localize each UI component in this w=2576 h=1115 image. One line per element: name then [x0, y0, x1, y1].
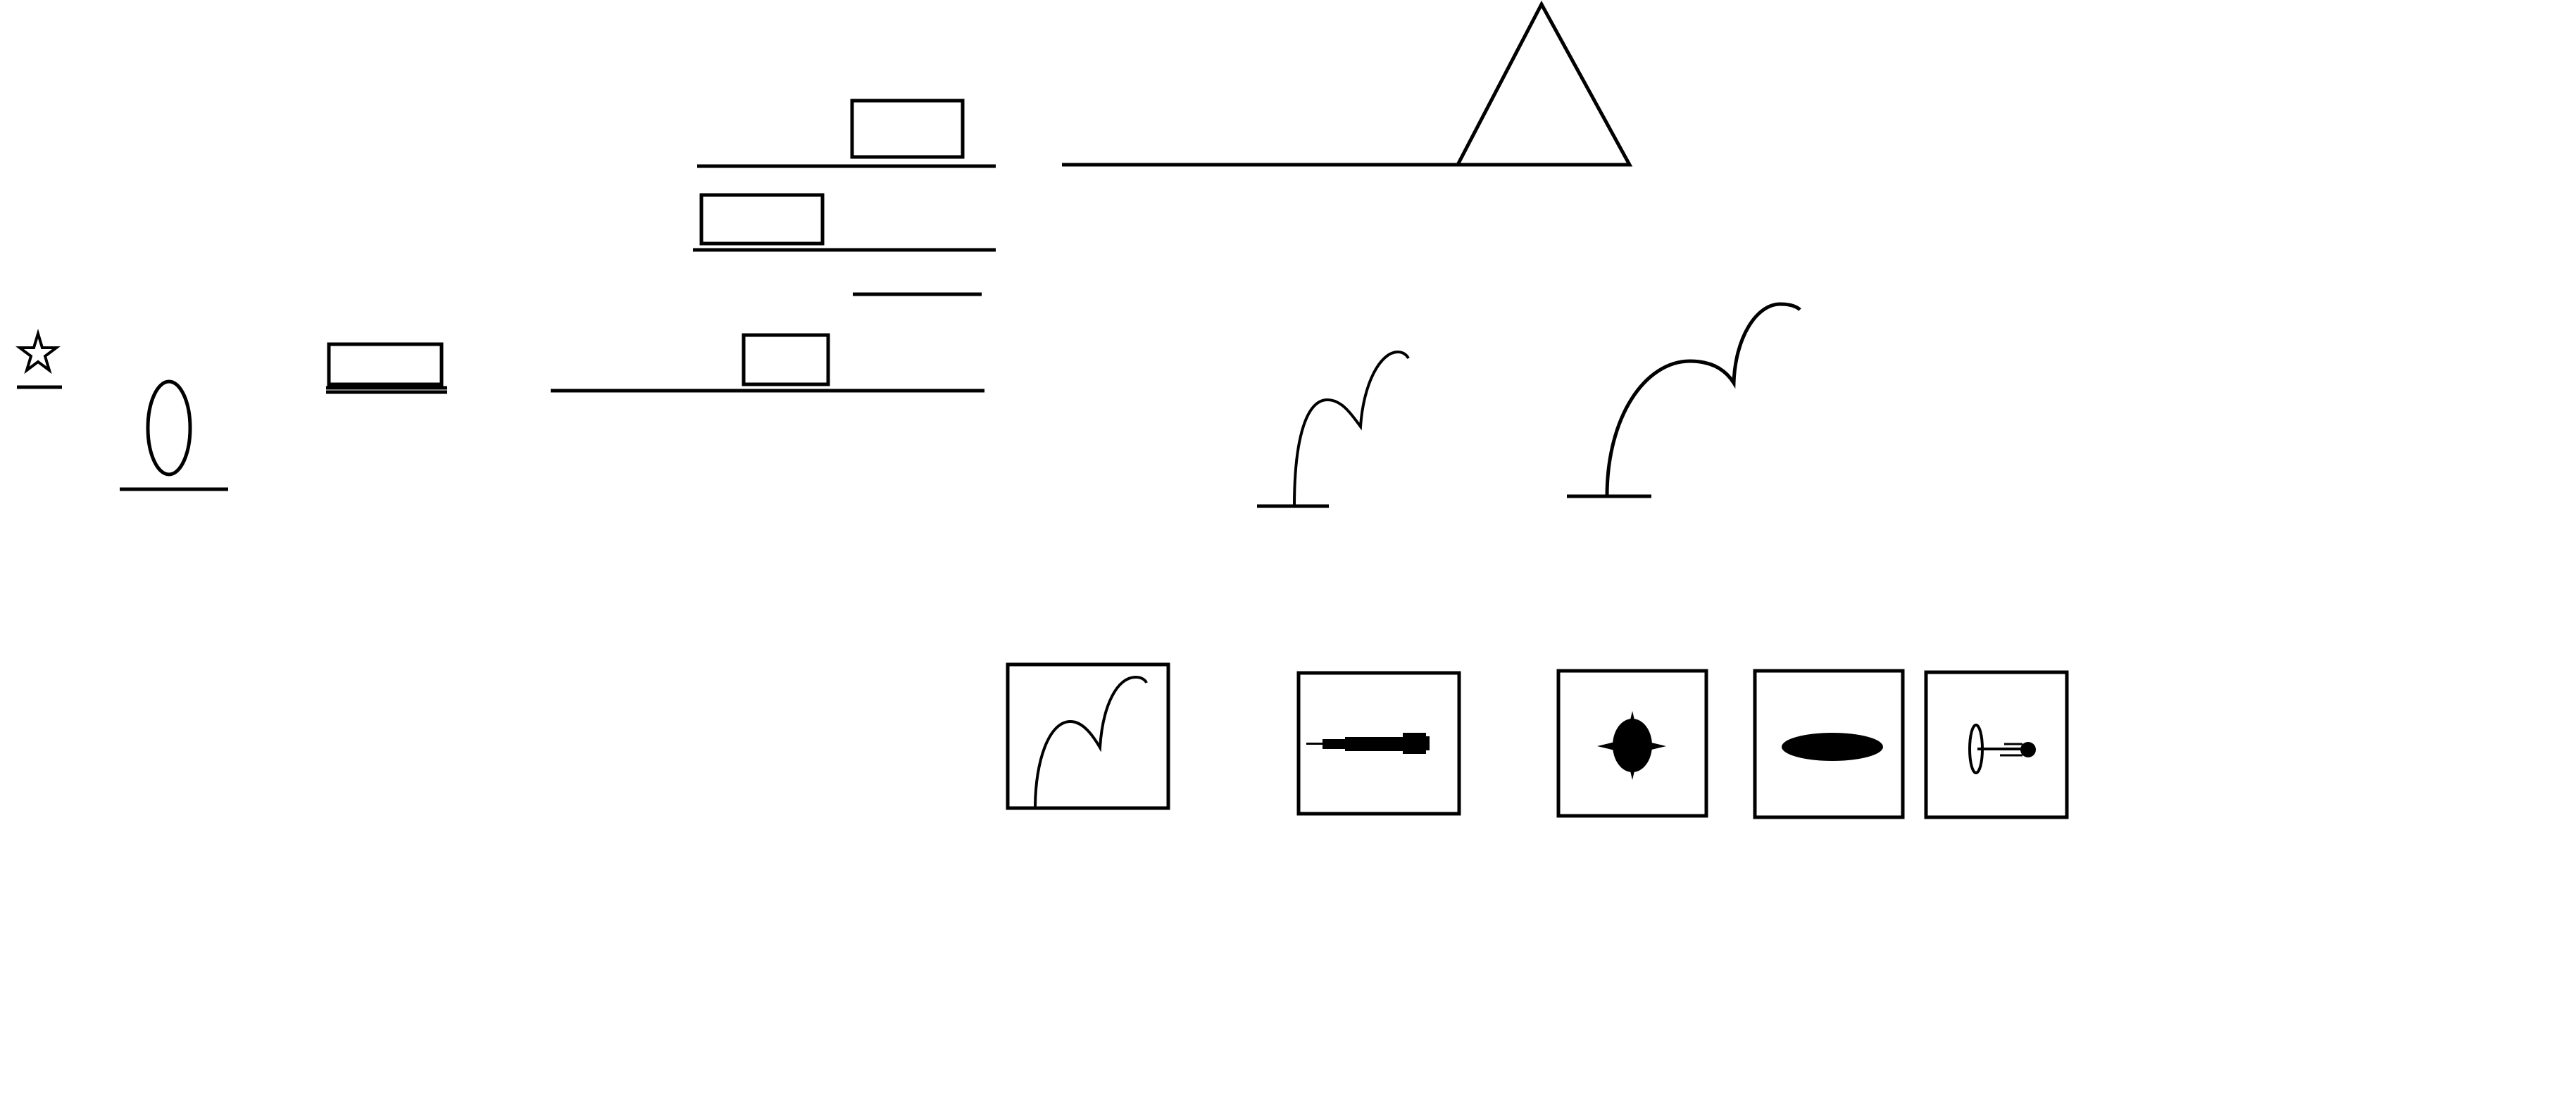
shelf-top	[697, 99, 996, 168]
block[interactable]	[327, 342, 444, 386]
tool-disc[interactable]	[1753, 669, 1905, 819]
block[interactable]	[742, 333, 830, 386]
shelf-middle	[693, 193, 996, 252]
bounce-arc[interactable]	[1293, 350, 1410, 507]
tool-frame[interactable]	[1006, 662, 1170, 810]
goal-star	[15, 329, 62, 389]
ring-launcher-icon	[1968, 724, 2036, 774]
tool-launcher[interactable]	[1924, 670, 2069, 819]
egg-ball-icon[interactable]	[146, 379, 192, 477]
spiked-ball-icon	[1597, 711, 1666, 780]
bounce-arc[interactable]	[1605, 302, 1801, 497]
bounce-arc-icon	[1034, 675, 1148, 809]
shelf-lower	[551, 333, 984, 393]
tool-bounce[interactable]	[1006, 662, 1170, 810]
bounce-arc-large	[1567, 302, 1801, 498]
ball-start	[120, 379, 228, 491]
star-icon	[15, 329, 61, 374]
tool-frame[interactable]	[1924, 670, 2069, 819]
bounce-arc-small	[1257, 350, 1410, 508]
block[interactable]	[850, 99, 965, 159]
toolbar	[1006, 662, 2069, 819]
flat-disc-icon	[1782, 733, 1883, 761]
triangle-ramp-icon[interactable]	[1454, 0, 1633, 167]
ramp-platform	[1062, 0, 1633, 167]
tool-spike[interactable]	[1556, 669, 1708, 818]
cannon-icon	[1306, 733, 1430, 754]
block[interactable]	[699, 193, 825, 246]
tool-cannon[interactable]	[1296, 671, 1461, 816]
block-ledge-left	[326, 342, 447, 394]
